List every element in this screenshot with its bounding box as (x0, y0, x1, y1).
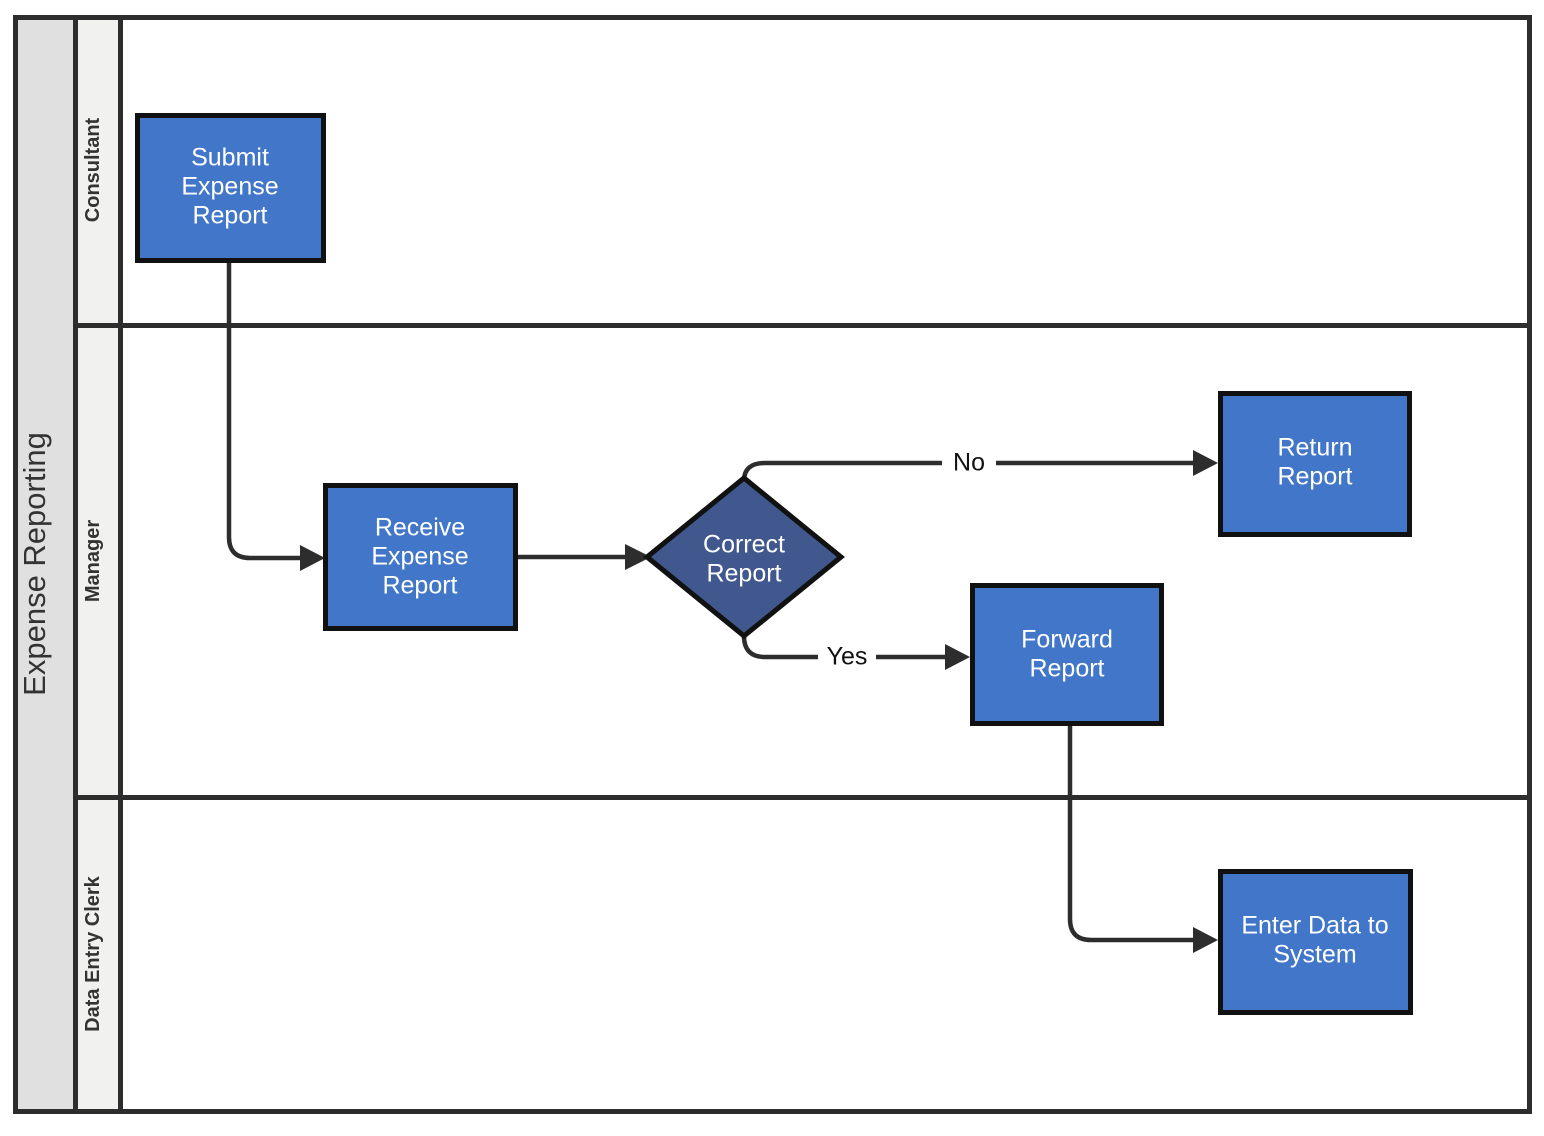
edge-receive-to-decision (518, 544, 651, 570)
node-correct-report-shape[interactable] (643, 474, 845, 640)
node-correct-report-line-1: Correct (703, 531, 785, 559)
lane-titles: Consultant Manager Data Entry Clerk (82, 117, 104, 1031)
edge-decision-no-to-return: No (741, 447, 1218, 484)
edge-decision-yes-arrowhead (945, 644, 970, 670)
node-forward-report-line-2: Report (1029, 655, 1104, 683)
edge-receive-to-decision-arrowhead (625, 544, 651, 570)
node-submit-expense-report-line-2: Expense (181, 173, 278, 201)
edge-forward-to-enter-data-line (1067, 725, 1193, 943)
node-correct-report-line-2: Report (706, 560, 781, 588)
lane-header-band-data-entry-clerk (78, 800, 118, 1111)
node-receive-expense-report-line-1: Receive (375, 514, 465, 542)
node-enter-data-to-system-line-2: System (1273, 941, 1356, 969)
node-submit-expense-report-shape[interactable] (135, 113, 326, 263)
node-submit-expense-report[interactable]: Submit Expense Report (135, 113, 326, 263)
node-return-report-line-2: Report (1277, 463, 1352, 491)
node-enter-data-to-system-shape[interactable] (1218, 869, 1413, 1015)
lane-header-band-consultant (78, 17, 118, 324)
lane-label-data-entry-clerk: Data Entry Clerk (82, 875, 104, 1031)
lane-label-consultant: Consultant (82, 117, 104, 222)
node-receive-expense-report-line-3: Report (382, 572, 457, 600)
edge-decision-yes-to-forward: Yes (741, 633, 970, 673)
edge-submit-to-receive-line (226, 262, 300, 561)
pool-header-band (15, 17, 74, 1112)
node-return-report-shape[interactable] (1218, 391, 1412, 537)
node-enter-data-to-system[interactable]: Enter Data to System (1218, 869, 1413, 1015)
node-submit-expense-report-line-1: Submit (191, 144, 269, 172)
lane-header-band-manager (78, 328, 118, 795)
edge-decision-no-label-halo (942, 447, 996, 479)
node-receive-expense-report-shape[interactable] (323, 483, 518, 631)
edge-decision-no-arrowhead (1193, 450, 1218, 476)
lane-label-manager: Manager (82, 520, 104, 602)
edge-decision-yes-label: Yes (827, 643, 868, 671)
pool-outline (13, 15, 1532, 1114)
edge-submit-to-receive-arrowhead (300, 545, 325, 571)
node-receive-expense-report-line-2: Expense (371, 543, 468, 571)
node-submit-expense-report-line-3: Report (192, 202, 267, 230)
edge-decision-no-label: No (953, 449, 985, 477)
pool-frame (13, 15, 1532, 1114)
node-forward-report[interactable]: Forward Report (970, 583, 1164, 726)
node-enter-data-to-system-line-1: Enter Data to (1241, 912, 1388, 940)
edge-submit-to-receive (226, 262, 325, 571)
node-return-report[interactable]: Return Report (1218, 391, 1412, 537)
nodes: Submit Expense Report Receive Expense Re… (135, 113, 1413, 1015)
node-return-report-line-1: Return (1277, 434, 1352, 462)
edge-forward-to-enter-data (1067, 725, 1218, 953)
pool-title: Expense Reporting (17, 432, 52, 696)
node-forward-report-line-1: Forward (1021, 626, 1113, 654)
pool-title-group: Expense Reporting (17, 432, 52, 696)
edge-decision-yes-label-halo (818, 641, 876, 673)
node-forward-report-shape[interactable] (970, 583, 1164, 726)
pool-bands (15, 17, 118, 1112)
node-correct-report[interactable]: Correct Report (643, 474, 845, 640)
edge-forward-to-enter-data-arrowhead (1193, 927, 1218, 953)
node-receive-expense-report[interactable]: Receive Expense Report (323, 483, 518, 631)
